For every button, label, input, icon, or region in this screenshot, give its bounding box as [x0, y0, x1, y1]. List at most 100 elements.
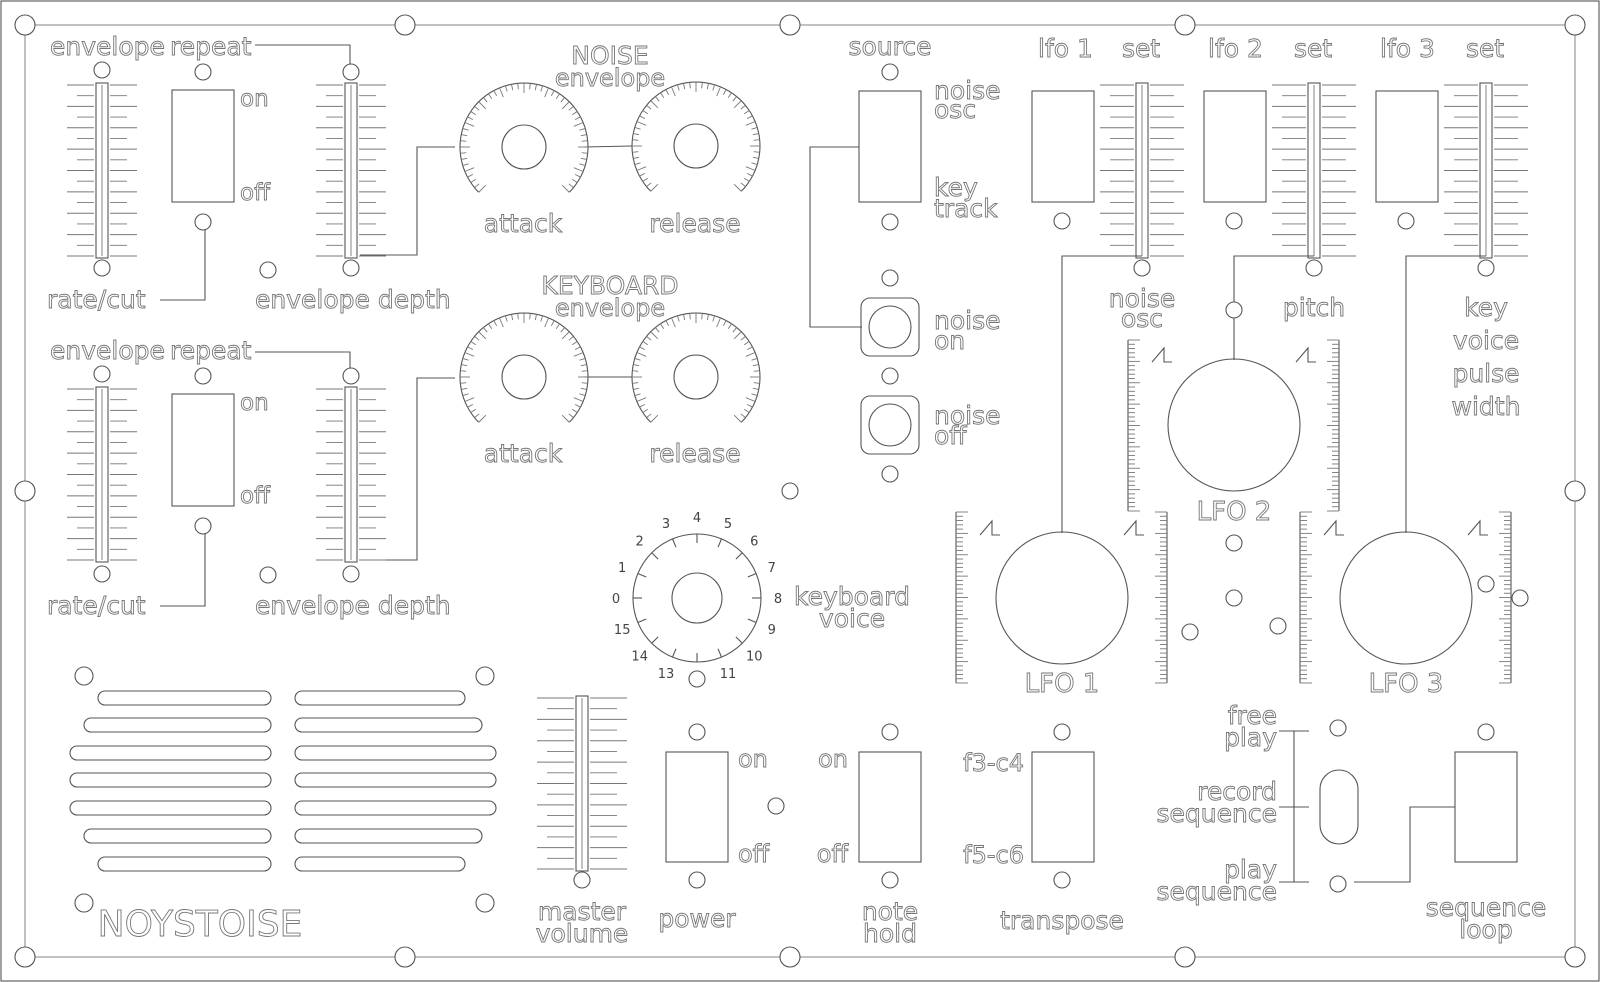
knob-cap [673, 354, 719, 400]
env1-envelope-label: envelope [50, 32, 165, 61]
master-volume-slider[interactable] [537, 695, 627, 872]
keyboard-voice-knob[interactable] [671, 572, 723, 624]
env2-envelope-label: envelope [50, 336, 165, 365]
knob-tick [464, 397, 475, 402]
knob-tick [642, 177, 649, 182]
voice-tick-mark [637, 618, 647, 623]
knob-tick [706, 83, 709, 90]
env1-depth-slider[interactable] [316, 82, 386, 259]
knob-tick [733, 183, 742, 192]
knob-tick [740, 105, 746, 110]
led-indicator [1053, 871, 1071, 889]
lfo2-set-slider[interactable] [1272, 82, 1356, 259]
knob-tick [561, 184, 570, 193]
env2-rate-slider[interactable] [67, 386, 137, 563]
led-indicator [688, 670, 706, 688]
knob-tick [650, 414, 659, 423]
knob-tick [581, 382, 588, 384]
kb-attack-label: attack [484, 439, 563, 468]
noise-off-label-1: noise [934, 401, 1001, 430]
voice-tick-label: 6 [750, 535, 758, 550]
source-switch[interactable] [858, 90, 922, 203]
noise-release-knob[interactable] [631, 81, 761, 192]
knob-tick [560, 97, 565, 103]
grille-slot [294, 690, 466, 706]
knob-tick [733, 331, 742, 340]
lfo1-switch[interactable] [1031, 90, 1095, 203]
knob-tick [540, 315, 544, 322]
source-track-label: track [934, 194, 998, 223]
knob-tick [753, 370, 760, 372]
knob-tick [461, 157, 468, 160]
knob-tick [493, 320, 498, 327]
lfo2-switch[interactable] [1203, 90, 1267, 203]
env1-rate-slider[interactable] [67, 82, 137, 259]
noise-off-button[interactable] [860, 395, 920, 455]
led-indicator [1225, 301, 1243, 319]
noise-on-button[interactable] [860, 297, 920, 357]
knob-tick [571, 111, 578, 116]
lfo1-rate-knob[interactable] [995, 531, 1129, 665]
lfo3-scale-right [1499, 511, 1512, 684]
led-indicator [1225, 534, 1243, 552]
note-hold-switch[interactable] [858, 751, 922, 863]
led-indicator [1477, 575, 1495, 593]
envelope-2-section: envelope repeat on off rate/cut envelope… [47, 336, 455, 620]
lfo1-big-label: LFO 1 [1025, 669, 1100, 699]
knob-tick [579, 163, 586, 167]
volume-label: volume [536, 919, 629, 948]
env2-depth-slider[interactable] [316, 386, 386, 563]
voice-tick-label: 4 [693, 511, 701, 526]
voice-tick-mark [735, 552, 743, 560]
noise-attack-knob[interactable] [459, 82, 589, 193]
knob-tick [462, 163, 469, 167]
play-seq-label: play [1224, 855, 1277, 884]
kb-release-knob[interactable] [631, 312, 761, 423]
power-switch[interactable] [665, 751, 729, 863]
noise-on-label-1: noise [934, 306, 1001, 335]
knob-tick [555, 323, 560, 330]
sequence-mode-switch[interactable] [1319, 769, 1359, 845]
knob-tick [474, 183, 480, 188]
knob-tick [665, 320, 670, 327]
keyboard-envelope-section: KEYBOARD envelope attack release [459, 271, 761, 468]
knob-tick [464, 352, 475, 357]
env2-repeat-switch[interactable] [171, 393, 235, 507]
lfo3-big-label: LFO 3 [1369, 669, 1444, 699]
voice-tick-label: 1 [618, 561, 626, 576]
grille-screw [475, 666, 495, 686]
lfo2-set-label: set [1294, 34, 1332, 63]
knob-tick [464, 167, 475, 172]
led-indicator [1329, 719, 1347, 737]
knob-tick [689, 82, 691, 89]
knob-tick [461, 364, 468, 367]
knob-tick [517, 313, 519, 320]
lfo3-rate-knob[interactable] [1339, 531, 1473, 665]
knob-tick [478, 184, 487, 193]
knob-tick [460, 370, 467, 372]
knob-cap [673, 123, 719, 169]
knob-tick [633, 364, 640, 367]
knob-tick [727, 92, 732, 99]
knob-tick [504, 85, 508, 92]
knob-tick [470, 341, 477, 346]
lfo2-rate-knob[interactable] [1167, 358, 1301, 492]
env1-repeat-switch[interactable] [171, 89, 235, 203]
loop-label: loop [1459, 915, 1512, 944]
lfo3-switch[interactable] [1375, 90, 1439, 203]
knob-arc [459, 312, 589, 423]
knob-tick [478, 101, 487, 110]
transpose-switch[interactable] [1031, 751, 1095, 863]
hold-label: hold [863, 919, 917, 948]
lfo1-set-slider[interactable] [1100, 82, 1184, 259]
voice-dial-ticks: 0123456789101112131415 [612, 511, 782, 688]
knob-tick [568, 183, 574, 188]
knob-tick [461, 134, 468, 137]
kb-attack-knob[interactable] [459, 312, 589, 423]
grille-slot [69, 800, 272, 816]
power-on-label: on [738, 745, 768, 773]
lfo3-set-slider[interactable] [1444, 82, 1528, 259]
sequence-loop-switch[interactable] [1454, 751, 1518, 863]
knob-tick [561, 331, 570, 340]
led-indicator [767, 797, 785, 815]
